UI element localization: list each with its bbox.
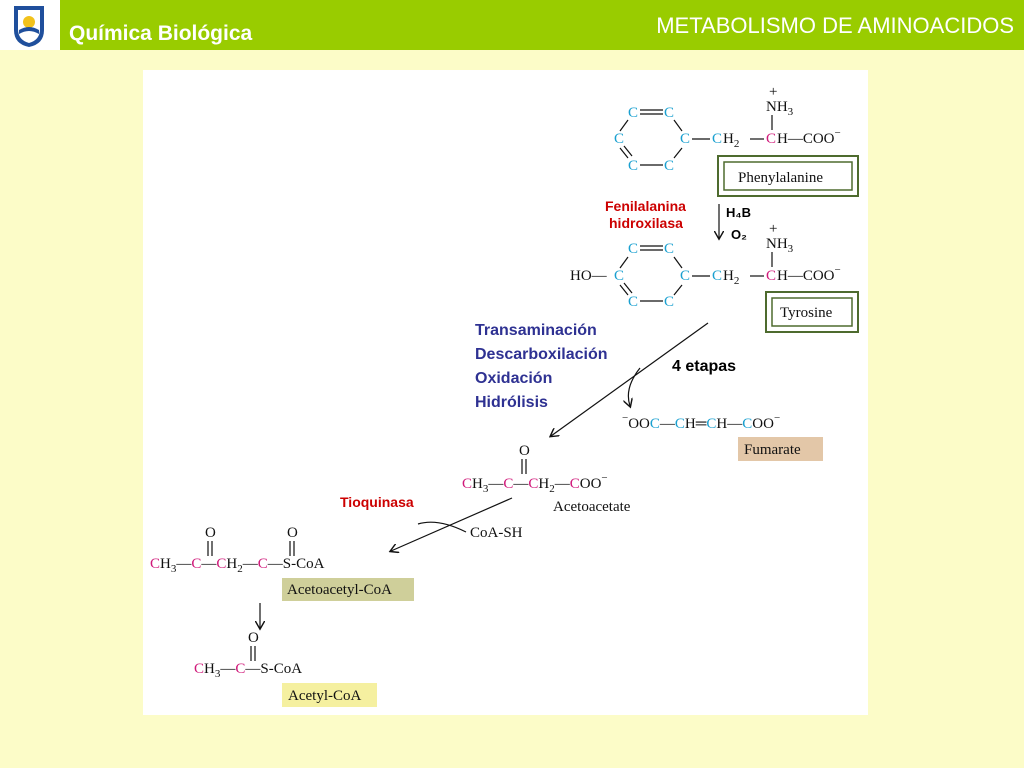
coash-arrow (417, 521, 467, 533)
cofactor-coash: CoA-SH (470, 525, 523, 541)
svg-text:C: C (614, 131, 624, 147)
svg-text:O: O (205, 525, 216, 541)
step-transamination: Transaminación (475, 322, 597, 339)
svg-text:H—COO−: H—COO− (777, 127, 841, 147)
tyrosine-structure: C C HO— C C C C C H2 C H—COO− NH3 + (570, 221, 841, 310)
svg-text:C: C (766, 131, 776, 147)
svg-text:H—COO−: H—COO− (777, 264, 841, 284)
svg-text:NH3: NH3 (766, 236, 794, 255)
svg-text:C: C (712, 268, 722, 284)
acetyl-coa-structure: O CH3—C—S-CoA (194, 630, 302, 680)
svg-text:CH3—C—S-CoA: CH3—C—S-CoA (194, 661, 302, 680)
svg-text:+: + (769, 84, 777, 100)
svg-text:HO—: HO— (570, 268, 608, 284)
svg-text:H2: H2 (723, 131, 739, 150)
acetoacetyl-coa-label: Acetoacetyl-CoA (287, 582, 392, 598)
university-logo (0, 0, 60, 50)
acetoacetyl-coa-structure: O O CH3—C—CH2—C—S-CoA (150, 525, 325, 575)
tyrosine-label: Tyrosine (780, 305, 833, 321)
steps-note: 4 etapas (672, 358, 736, 375)
slide-title: METABOLISMO DE AMINOACIDOS (656, 13, 1014, 38)
svg-text:O: O (287, 525, 298, 541)
phenylalanine-box (717, 155, 859, 197)
cofactor-h4b: H₄B (726, 205, 751, 220)
svg-text:C: C (664, 294, 674, 310)
step-decarboxylation: Descarboxilación (475, 346, 608, 363)
cofactor-o2: O₂ (731, 227, 747, 242)
svg-text:H2: H2 (723, 268, 739, 287)
enzyme-thiokinase: Tioquinasa (340, 494, 414, 510)
svg-text:−OOC—CH═CH—COO−: −OOC—CH═CH—COO− (622, 412, 780, 432)
header-bar (0, 0, 1024, 50)
acetoacetate-structure: O CH3—C—CH2—COO− (462, 443, 608, 495)
svg-text:C: C (628, 294, 638, 310)
fumarate-branch-arrow (628, 367, 641, 406)
step-hydrolysis: Hidrólisis (475, 394, 548, 411)
svg-text:C: C (680, 131, 690, 147)
acetoacetate-label: Acetoacetate (553, 499, 631, 515)
fumarate-label: Fumarate (744, 442, 801, 458)
fumarate-structure: −OOC—CH═CH—COO− (622, 412, 780, 432)
svg-text:C: C (766, 268, 776, 284)
svg-text:C: C (664, 158, 674, 174)
svg-text:C: C (680, 268, 690, 284)
svg-text:O: O (519, 443, 530, 459)
svg-text:C: C (628, 241, 638, 257)
svg-text:O: O (248, 630, 259, 646)
phenylalanine-structure: C C C C C C C H2 C H—COO− NH3 + (614, 84, 841, 174)
phenylalanine-label: Phenylalanine (738, 170, 823, 186)
enzyme-phe-hydroxylase-2: hidroxilasa (609, 215, 683, 231)
acetyl-coa-label: Acetyl-CoA (288, 688, 361, 704)
fumarate-box (738, 437, 823, 461)
degradation-arrow (551, 322, 709, 436)
acetyl-coa-box (282, 683, 377, 707)
tyrosine-box (765, 291, 859, 333)
svg-text:NH3: NH3 (766, 99, 794, 118)
svg-text:CH3—C—CH2—COO−: CH3—C—CH2—COO− (462, 472, 608, 495)
step-oxidation: Oxidación (475, 370, 552, 387)
thiokinase-arrow (391, 497, 513, 551)
svg-text:C: C (628, 158, 638, 174)
svg-text:C: C (614, 268, 624, 284)
svg-text:C: C (664, 105, 674, 121)
enzyme-phe-hydroxylase-1: Fenilalanina (605, 198, 686, 214)
svg-text:CH3—C—CH2—C—S-CoA: CH3—C—CH2—C—S-CoA (150, 556, 325, 575)
svg-text:+: + (769, 221, 777, 237)
svg-text:C: C (712, 131, 722, 147)
acetoacetyl-coa-box (282, 578, 414, 601)
svg-text:C: C (664, 241, 674, 257)
svg-text:C: C (628, 105, 638, 121)
course-title: Química Biológica (69, 22, 253, 45)
